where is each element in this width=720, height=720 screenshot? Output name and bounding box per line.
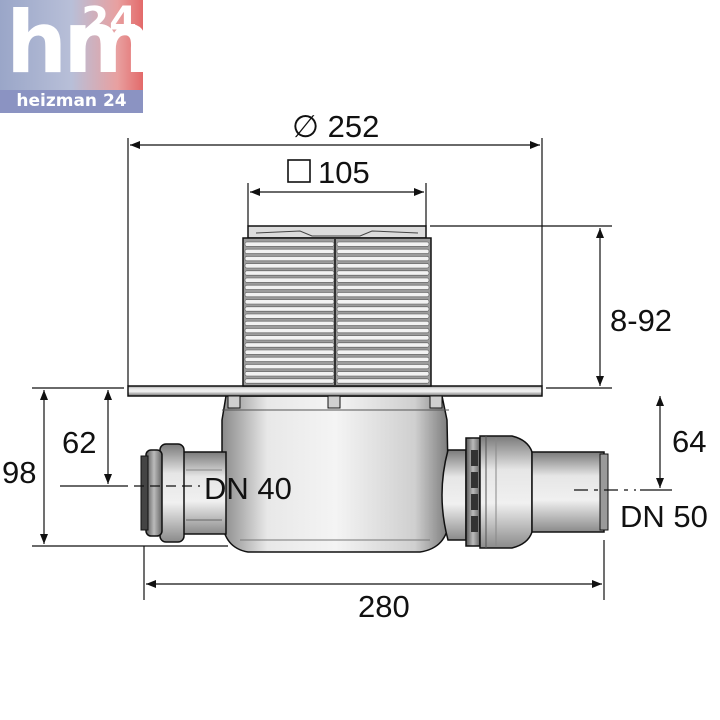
total-width-label: 280 xyxy=(358,589,410,624)
logo-name: heizman 24 xyxy=(16,91,127,111)
drain-body xyxy=(127,225,609,553)
left-outlet-label: DN 40 xyxy=(204,471,292,506)
logo-name-bar xyxy=(0,90,143,113)
logo-badge: hm 24 xyxy=(0,0,143,90)
right-outlet-label: DN 50 xyxy=(620,499,708,534)
left-outlet xyxy=(140,443,227,543)
square-label: 105 xyxy=(318,155,370,190)
ribbed-extension xyxy=(242,225,432,387)
dimension-labels: ∅ 252 105 8-92 62 64 98 DN 40 DN 50 280 xyxy=(2,109,708,624)
right-outlet-height-label: 64 xyxy=(672,424,706,459)
dimension-lines xyxy=(32,138,672,600)
total-height-label: 98 xyxy=(2,455,36,490)
mounting-plate xyxy=(127,385,543,397)
square-symbol xyxy=(287,159,311,183)
right-outlet xyxy=(441,435,609,549)
height-range-label: 8-92 xyxy=(610,303,672,338)
brand-logo: hm 24 heizman 24 xyxy=(0,0,143,113)
left-outlet-height-label: 62 xyxy=(62,425,96,460)
logo-brand-text: hm xyxy=(6,0,143,90)
logo-number: 24 xyxy=(81,0,137,45)
diameter-label: ∅ 252 xyxy=(292,109,379,144)
